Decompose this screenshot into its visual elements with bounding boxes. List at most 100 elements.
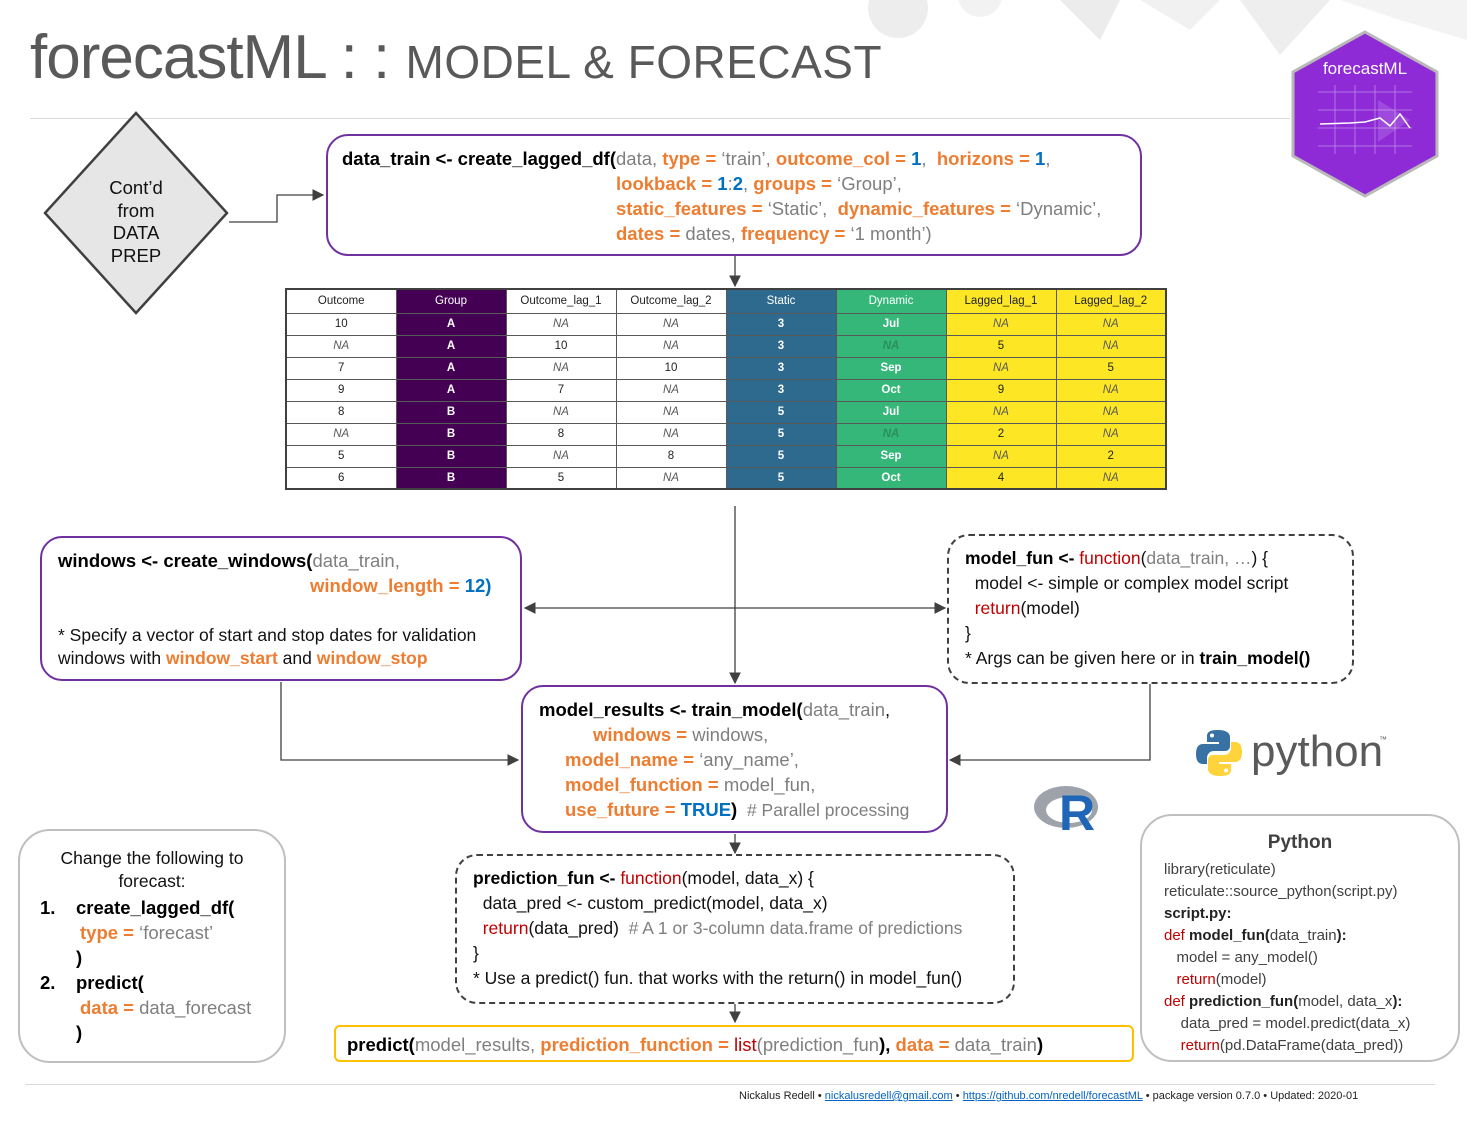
footer-divider	[25, 1084, 1435, 1085]
table-cell: Sep	[835, 444, 947, 468]
r-logo-icon	[1034, 786, 1098, 828]
table-cell: 3	[725, 378, 837, 402]
create-windows-code: windows <- create_windows(data_train,win…	[58, 550, 492, 596]
table-cell: B	[395, 400, 507, 424]
table-cell: 3	[725, 356, 837, 380]
column-header: Outcome_lag_2	[615, 288, 727, 314]
column-header: Group	[395, 288, 507, 314]
python-box-title: Python	[1267, 832, 1333, 853]
table-cell: 5	[725, 444, 837, 468]
table-cell: 7	[505, 378, 617, 402]
prediction-fun-box: prediction_fun <- function(model, data_x…	[455, 854, 1015, 1004]
table-cell: NA	[1055, 466, 1167, 490]
table-cell: NA	[615, 422, 727, 446]
column-header: Static	[725, 288, 837, 314]
table-cell: B	[395, 422, 507, 446]
table-cell: NA	[505, 400, 617, 424]
table-cell: 3	[725, 334, 837, 358]
diamond-line: Cont’d	[109, 177, 163, 198]
page-title: forecastML : : MODEL & FORECAST	[30, 22, 882, 93]
diamond-line: DATA	[112, 222, 160, 243]
table-cell: NA	[945, 400, 1057, 424]
table-cell: 3	[725, 312, 837, 336]
title-divider	[30, 118, 1290, 119]
table-cell: 5	[725, 422, 837, 446]
table-cell: 8	[285, 400, 397, 424]
table-cell: NA	[615, 466, 727, 490]
table-cell: A	[395, 378, 507, 402]
table-cell: 5	[725, 466, 837, 490]
table-cell: 10	[285, 312, 397, 336]
table-cell: 9	[285, 378, 397, 402]
lagged-data-table: Outcome Group Outcome_lag_1 Outcome_lag_…	[285, 288, 1167, 490]
table-cell: 2	[945, 422, 1057, 446]
python-wordmark: python	[1251, 727, 1384, 776]
footer-email-link[interactable]: nickalusredell@gmail.com	[824, 1090, 953, 1102]
table-cell: NA	[945, 312, 1057, 336]
table-cell: Jul	[835, 312, 947, 336]
table-cell: NA	[615, 400, 727, 424]
logo-label: forecastML	[1323, 59, 1407, 78]
table-cell: NA	[1055, 400, 1167, 424]
table-cell: NA	[945, 444, 1057, 468]
table-cell: NA	[1055, 334, 1167, 358]
create-lagged-df-code: data_train <- create_lagged_df(data, typ…	[342, 148, 1102, 244]
note-line: * Specify a vector of start and stop dat…	[58, 625, 477, 645]
table-cell: A	[395, 356, 507, 380]
change-box-heading: Change the following to forecast:	[60, 848, 244, 891]
title-main: forecastML : :	[30, 23, 406, 92]
table-cell: NA	[1055, 422, 1167, 446]
python-reticulate-box: Python library(reticulate)reticulate::so…	[1140, 814, 1460, 1062]
table-cell: A	[395, 312, 507, 336]
table-cell: 5	[285, 444, 397, 468]
title-sub: MODEL & FORECAST	[405, 36, 883, 88]
table-cell: 6	[285, 466, 397, 490]
change-to-forecast-box: Change the following to forecast: 1.crea…	[18, 829, 286, 1063]
table-cell: B	[395, 444, 507, 468]
create-lagged-df-box: data_train <- create_lagged_df(data, typ…	[326, 134, 1142, 256]
table-cell: Sep	[835, 356, 947, 380]
table-cell: 10	[505, 334, 617, 358]
table-cell: NA	[1055, 312, 1167, 336]
prediction-fun-code: prediction_fun <- function(model, data_x…	[473, 868, 963, 988]
column-header: Outcome_lag_1	[505, 288, 617, 314]
r-letter: R	[1059, 785, 1096, 841]
table-cell: Jul	[835, 400, 947, 424]
change-box-list: 1.create_lagged_df( type = ‘forecast’ ) …	[40, 897, 252, 1043]
table-cell: NA	[505, 444, 617, 468]
table-cell: NA	[1055, 378, 1167, 402]
table-cell: NA	[615, 378, 727, 402]
column-header: Outcome	[285, 288, 397, 314]
footer-version: • package version 0.7.0 • Updated: 2020-…	[1142, 1090, 1359, 1102]
python-trademark: ™	[1379, 735, 1387, 744]
footer-github-link[interactable]: https://github.com/nredell/forecastML	[962, 1090, 1143, 1102]
list-item: 2.predict(	[40, 972, 144, 993]
continued-from-data-prep-diamond	[43, 111, 229, 315]
predict-call-code: predict(model_results, prediction_functi…	[347, 1034, 1044, 1055]
list-item: 1.create_lagged_df(	[40, 897, 235, 918]
table-cell: NA	[505, 356, 617, 380]
create-windows-box: windows <- create_windows(data_train,win…	[40, 536, 522, 681]
table-cell: 9	[945, 378, 1057, 402]
table-cell: NA	[285, 422, 397, 446]
table-cell: NA	[615, 312, 727, 336]
table-cell: 4	[945, 466, 1057, 490]
column-header: Dynamic	[835, 288, 947, 314]
python-snake-icon	[1196, 730, 1242, 776]
table-cell: 10	[615, 356, 727, 380]
table-cell: 2	[1055, 444, 1167, 468]
table-cell: Oct	[835, 378, 947, 402]
table-cell: 8	[615, 444, 727, 468]
diamond-line: from	[117, 199, 155, 221]
table-cell: NA	[945, 356, 1057, 380]
table-cell: B	[395, 466, 507, 490]
forecastml-hex-logo: forecastML	[1291, 30, 1439, 198]
